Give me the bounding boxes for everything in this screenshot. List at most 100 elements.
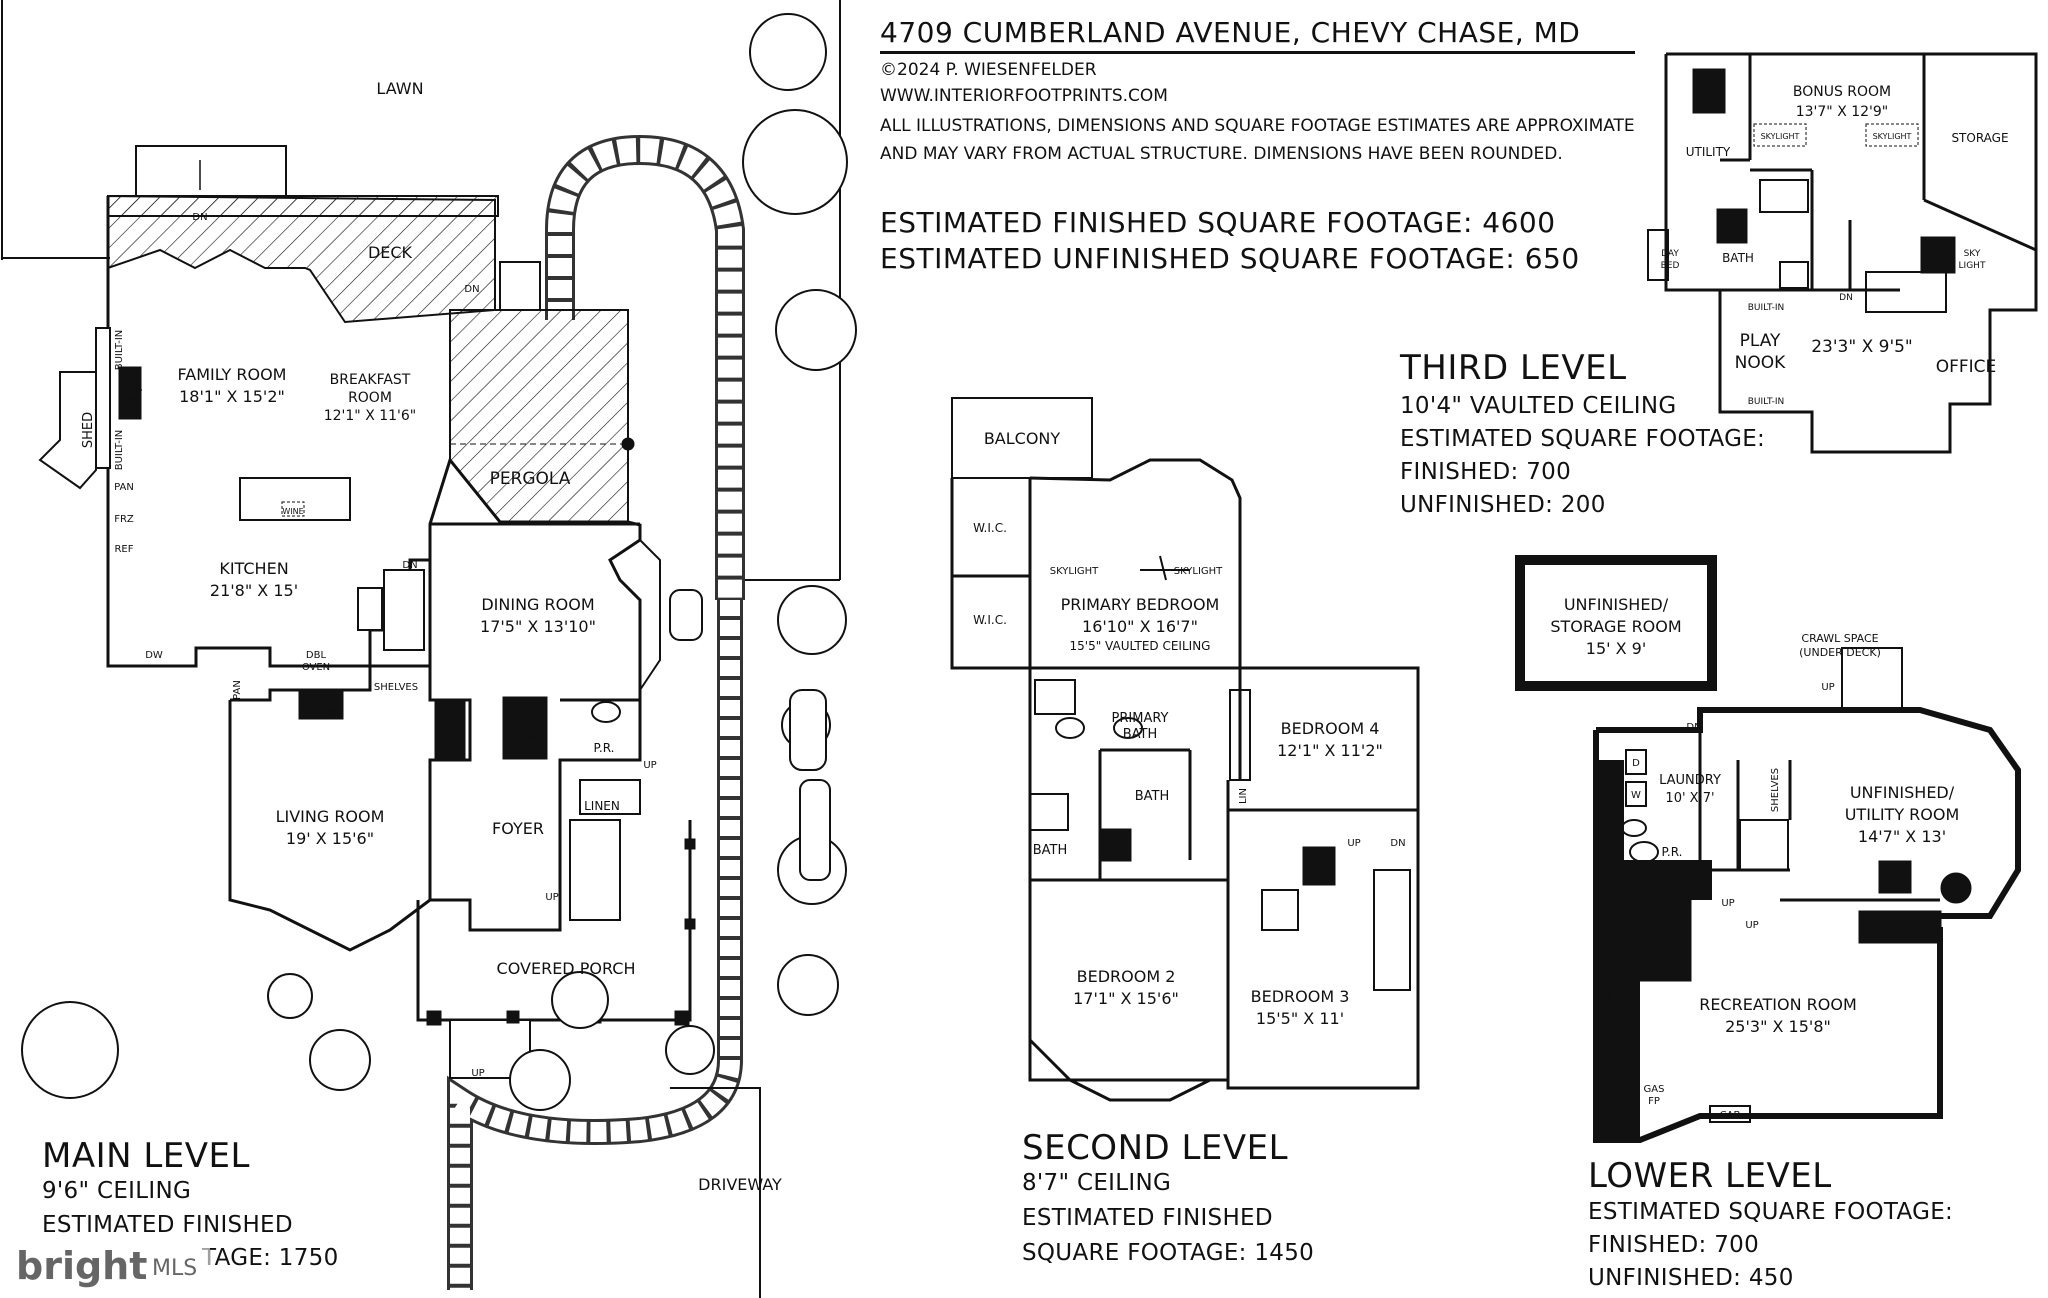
shed-label: SHED	[81, 412, 96, 448]
linen-label: LINEN	[584, 799, 620, 813]
pr-label: P.R.	[594, 741, 615, 755]
storage-label: STORAGE	[1951, 131, 2008, 145]
foyer-up-label: UP	[545, 892, 558, 903]
laundry-label: LAUNDRY	[1659, 773, 1721, 788]
built-in-label-1: BUILT-IN	[114, 330, 125, 371]
third-level-title: THIRD LEVEL	[1400, 348, 1627, 388]
dn-label-2: DN	[1390, 838, 1405, 849]
built-in-label-third: BUILT-IN	[1748, 303, 1785, 313]
copyright: ©2024 P. WIESENFELDER	[880, 60, 1097, 80]
third-level-labels: BONUS ROOM 13'7" X 12'9" SKYLIGHT SKYLIG…	[1661, 84, 2009, 407]
second-level-line3: SQUARE FOOTAGE: 1450	[1022, 1240, 1315, 1266]
third-level-ceiling: 10'4" VAULTED CEILING	[1400, 393, 1677, 419]
address-title: 4709 CUMBERLAND AVENUE, CHEVY CHASE, MD	[880, 16, 1581, 49]
lower-level-title: LOWER LEVEL	[1588, 1156, 1832, 1196]
lower-level-line1: ESTIMATED SQUARE FOOTAGE:	[1588, 1199, 1954, 1225]
disclaimer-line-1: ALL ILLUSTRATIONS, DIMENSIONS AND SQUARE…	[880, 116, 1635, 136]
dbl-oven-label: DBL	[306, 650, 327, 661]
sky-light-label-2: LIGHT	[1959, 261, 1986, 271]
disclaimer-line-2: AND MAY VARY FROM ACTUAL STRUCTURE. DIME…	[880, 144, 1563, 164]
cab2-label: CAB	[1606, 1020, 1617, 1041]
crawl-space-label-2: (UNDER DECK)	[1799, 646, 1881, 659]
wic1-label: W.I.C.	[973, 521, 1007, 535]
day-bed-label: DAY	[1661, 249, 1679, 259]
family-room-label: FAMILY ROOM	[178, 365, 287, 384]
bonus-room-dim: 13'7" X 12'9"	[1796, 104, 1889, 120]
frz-label: FRZ	[114, 514, 134, 525]
main-level-line3: TAGE: 1750	[202, 1245, 339, 1271]
gas-fp-label-2: FP	[126, 396, 138, 407]
crawl-space-label: CRAWL SPACE	[1801, 632, 1878, 645]
pan2-label: PAN	[232, 680, 243, 700]
dbl-oven-label-2: OVEN	[302, 662, 330, 673]
unfinished-storage-dim: 15' X 9'	[1586, 639, 1646, 658]
main-level-plan	[1, 0, 841, 1298]
built-in-label-2: BUILT-IN	[114, 430, 125, 471]
lower-gas-fp-label: GAS	[1644, 1084, 1665, 1095]
lower-up1-label: UP	[1721, 898, 1734, 909]
up-label-2: UP	[1347, 838, 1360, 849]
third-level-plan	[1647, 52, 2038, 454]
pergola-label: PERGOLA	[490, 469, 571, 489]
office-label: OFFICE	[1936, 357, 1997, 377]
third-skylight1: SKYLIGHT	[1761, 132, 1800, 141]
family-room-dim: 18'1" X 15'2"	[179, 387, 285, 406]
landscape-shrubs	[21, 13, 857, 1111]
main-level-labels: LAWN DN DECK DN FAMILY ROOM 18'1" X 15'2…	[81, 79, 782, 1194]
gas-fp2-label-2: FP	[528, 744, 540, 755]
wine-label: WINE	[282, 507, 303, 516]
crawl-up-label: UP	[1821, 682, 1834, 693]
living-room-label: LIVING ROOM	[276, 807, 385, 826]
bath2-label: BATH	[1033, 843, 1068, 858]
bedroom3-label: BEDROOM 3	[1251, 987, 1350, 1006]
shelves-label-lower: SHELVES	[1770, 768, 1781, 812]
lower-level-plan	[1515, 555, 2021, 1143]
utility-label: UTILITY	[1686, 145, 1731, 159]
lower-pr-label: P.R.	[1662, 845, 1683, 859]
primary-bath-label: PRIMARY	[1112, 711, 1169, 726]
primary-bedroom-label: PRIMARY BEDROOM	[1061, 595, 1220, 614]
deck-label: DECK	[368, 243, 413, 262]
third-level-line3: FINISHED: 700	[1400, 459, 1571, 485]
wic2-label: W.I.C.	[973, 613, 1007, 627]
media-label: MEDIA	[1606, 970, 1617, 1003]
porch-up-label: UP	[471, 1068, 484, 1079]
website: WWW.INTERIORFOOTPRINTS.COM	[880, 86, 1168, 106]
third-dn-label: DN	[1839, 293, 1853, 303]
second-level-plan	[950, 397, 1420, 1102]
third-level-line2: ESTIMATED SQUARE FOOTAGE:	[1400, 426, 1766, 452]
cab1-label: CAB	[1606, 932, 1617, 953]
second-level-line2: ESTIMATED FINISHED	[1022, 1205, 1273, 1231]
unfinished-storage-label: UNFINISHED/	[1564, 595, 1669, 614]
dining-room-label: DINING ROOM	[481, 595, 594, 614]
lower-dn-label: DN	[1686, 722, 1701, 733]
deck-steps-dn-label: DN	[464, 284, 479, 295]
play-nook-label: PLAY	[1740, 331, 1781, 351]
laundry-dim: 10' X 7'	[1665, 791, 1714, 806]
breakfast-room-label-2: ROOM	[348, 390, 392, 406]
lawn-label: LAWN	[376, 79, 423, 98]
foyer-label: FOYER	[492, 819, 544, 838]
bright-logo-text: bright	[16, 1244, 148, 1288]
lin-label: LIN	[1238, 788, 1249, 804]
built-in-label-third-2: BUILT-IN	[1748, 397, 1785, 407]
lower-up2-label: UP	[1745, 920, 1758, 931]
balcony-label: BALCONY	[984, 429, 1061, 448]
unfinished-sqft: ESTIMATED UNFINISHED SQUARE FOOTAGE: 650	[880, 242, 1580, 275]
main-level-ceiling: 9'6" CEILING	[42, 1178, 192, 1204]
primary-bedroom-ceiling: 15'5" VAULTED CEILING	[1070, 639, 1211, 653]
office-dim: 23'3" X 9'5"	[1811, 337, 1913, 357]
lower-gas-fp-label-2: FP	[1648, 1096, 1660, 1107]
lower-level-line2: FINISHED: 700	[1588, 1232, 1759, 1258]
ref-label: REF	[114, 544, 133, 555]
title-rule	[880, 51, 1635, 54]
dryer-label: D	[1632, 758, 1640, 769]
lower-level-labels: UNFINISHED/ STORAGE ROOM 15' X 9' CRAWL …	[1550, 595, 1959, 1121]
primary-bath-label-2: BATH	[1123, 727, 1158, 742]
unfinished-storage-label-2: STORAGE ROOM	[1550, 617, 1681, 636]
second-level-title: SECOND LEVEL	[1022, 1128, 1289, 1168]
recreation-room-dim: 25'3" X 15'8"	[1725, 1017, 1831, 1036]
finished-sqft: ESTIMATED FINISHED SQUARE FOOTAGE: 4600	[880, 206, 1556, 239]
bath1-label: BATH	[1135, 789, 1170, 804]
